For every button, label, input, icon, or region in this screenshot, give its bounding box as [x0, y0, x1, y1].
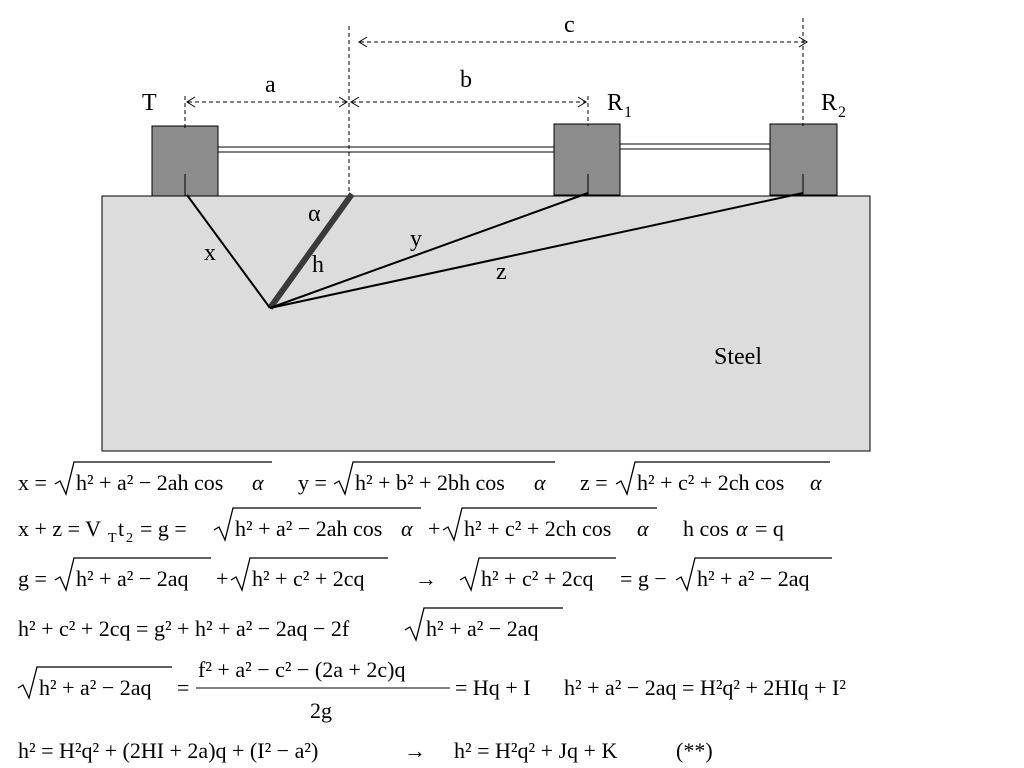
svg-text:t: t	[118, 516, 124, 541]
svg-text:h² + a² − 2ah cos: h² + a² − 2ah cos	[76, 470, 223, 495]
label-dist-c: c	[564, 12, 575, 38]
svg-text:h² + c² + 2cq: h² + c² + 2cq	[252, 566, 365, 591]
label-receiver2-sub: 2	[838, 104, 846, 121]
svg-text:α: α	[252, 470, 264, 495]
label-receiver1-sub: 1	[624, 104, 632, 121]
svg-text:2: 2	[126, 531, 133, 546]
label-receiver1: R	[607, 90, 623, 116]
svg-text:h² + a² − 2aq: h² + a² − 2aq	[426, 616, 539, 641]
steel-block	[101, 195, 871, 452]
svg-text:= g =: = g =	[140, 516, 187, 541]
svg-text:h cos: h cos	[683, 516, 729, 541]
path-y	[269, 192, 589, 309]
receiver1-transducer	[553, 123, 621, 196]
svg-text:+: +	[428, 516, 440, 541]
svg-text:h² + a² − 2aq: h² + a² − 2aq	[39, 675, 152, 700]
equation-line-1: x = h² + a² − 2ah cos α y = h² + b² + 2b…	[18, 461, 830, 496]
svg-text:α: α	[810, 470, 822, 495]
equation-line-3: g = h² + a² − 2aq + h² + c² + 2cq → h² +…	[18, 557, 832, 592]
svg-text:h² + a² − 2aq: h² + a² − 2aq	[76, 566, 189, 591]
svg-text:h² + a² − 2aq: h² + a² − 2aq	[697, 566, 810, 591]
label-transmitter: T	[142, 90, 157, 116]
steel-label: Steel	[714, 344, 762, 370]
svg-text:α: α	[637, 516, 649, 541]
crack-line	[267, 192, 355, 310]
svg-text:→: →	[415, 566, 437, 591]
svg-text:α: α	[401, 516, 413, 541]
svg-text:α: α	[534, 470, 546, 495]
svg-text:+: +	[216, 566, 228, 591]
transducer-rail	[218, 143, 771, 153]
label-receiver2: R	[821, 90, 837, 116]
equation-line-4: h² + c² + 2cq = g² + h² + a² − 2aq − 2f …	[18, 607, 563, 642]
svg-text:= q: = q	[755, 516, 784, 541]
svg-text:h² = H²q² + (2HI + 2a)q + (I²: h² = H²q² + (2HI + 2a)q + (I² − a²)	[18, 738, 318, 763]
svg-text:y =: y =	[298, 470, 327, 495]
svg-text:h² + c² + 2cq = g² + h² + a² −: h² + c² + 2cq = g² + h² + a² − 2aq − 2f	[18, 616, 350, 641]
dimension-b	[350, 96, 587, 108]
svg-text:x + z = V: x + z = V	[18, 516, 101, 541]
svg-text:→: →	[404, 738, 426, 763]
path-x	[186, 194, 271, 309]
svg-text:T: T	[108, 531, 117, 546]
label-crack-h: h	[312, 252, 324, 278]
path-z	[269, 192, 804, 309]
svg-text:h² + c² + 2ch cos: h² + c² + 2ch cos	[464, 516, 611, 541]
dimension-c	[358, 36, 808, 48]
svg-text:f² + a² − c² − (2a + 2c)q: f² + a² − c² − (2a + 2c)q	[198, 657, 405, 682]
label-path-y: y	[410, 226, 422, 252]
svg-text:g =: g =	[18, 566, 47, 591]
equation-line-6: h² = H²q² + (2HI + 2a)q + (I² − a²) → h²…	[18, 738, 713, 763]
label-dist-a: a	[265, 72, 276, 98]
svg-text:h² + c² + 2ch cos: h² + c² + 2ch cos	[637, 470, 784, 495]
dimension-a	[186, 96, 348, 108]
equation-line-5: h² + a² − 2aq = f² + a² − c² − (2a + 2c)…	[17, 657, 846, 723]
svg-text:α: α	[736, 516, 748, 541]
label-path-z: z	[496, 259, 507, 285]
svg-text:= g −: = g −	[620, 566, 667, 591]
equation-line-2: x + z = V T t 2 = g = h² + a² − 2ah cos …	[18, 507, 784, 546]
svg-text:h² + c² + 2cq: h² + c² + 2cq	[481, 566, 594, 591]
svg-text:=: =	[177, 675, 189, 700]
svg-text:= Hq + I: = Hq + I	[455, 675, 531, 700]
svg-text:h² = H²q² + Jq + K: h² = H²q² + Jq + K	[454, 738, 617, 763]
label-path-x: x	[204, 240, 216, 266]
svg-text:z =: z =	[580, 470, 608, 495]
svg-text:h² + a² − 2ah cos: h² + a² − 2ah cos	[235, 516, 382, 541]
svg-text:2g: 2g	[310, 698, 332, 723]
svg-text:x =: x =	[18, 470, 47, 495]
svg-text:h² + b² + 2bh cos: h² + b² + 2bh cos	[355, 470, 505, 495]
label-angle-alpha: α	[308, 201, 321, 227]
svg-text:(**): (**)	[676, 738, 713, 763]
label-dist-b: b	[460, 67, 472, 93]
svg-text:h² + a² − 2aq = H²q² + 2HIq +: h² + a² − 2aq = H²q² + 2HIq + I²	[564, 675, 846, 700]
